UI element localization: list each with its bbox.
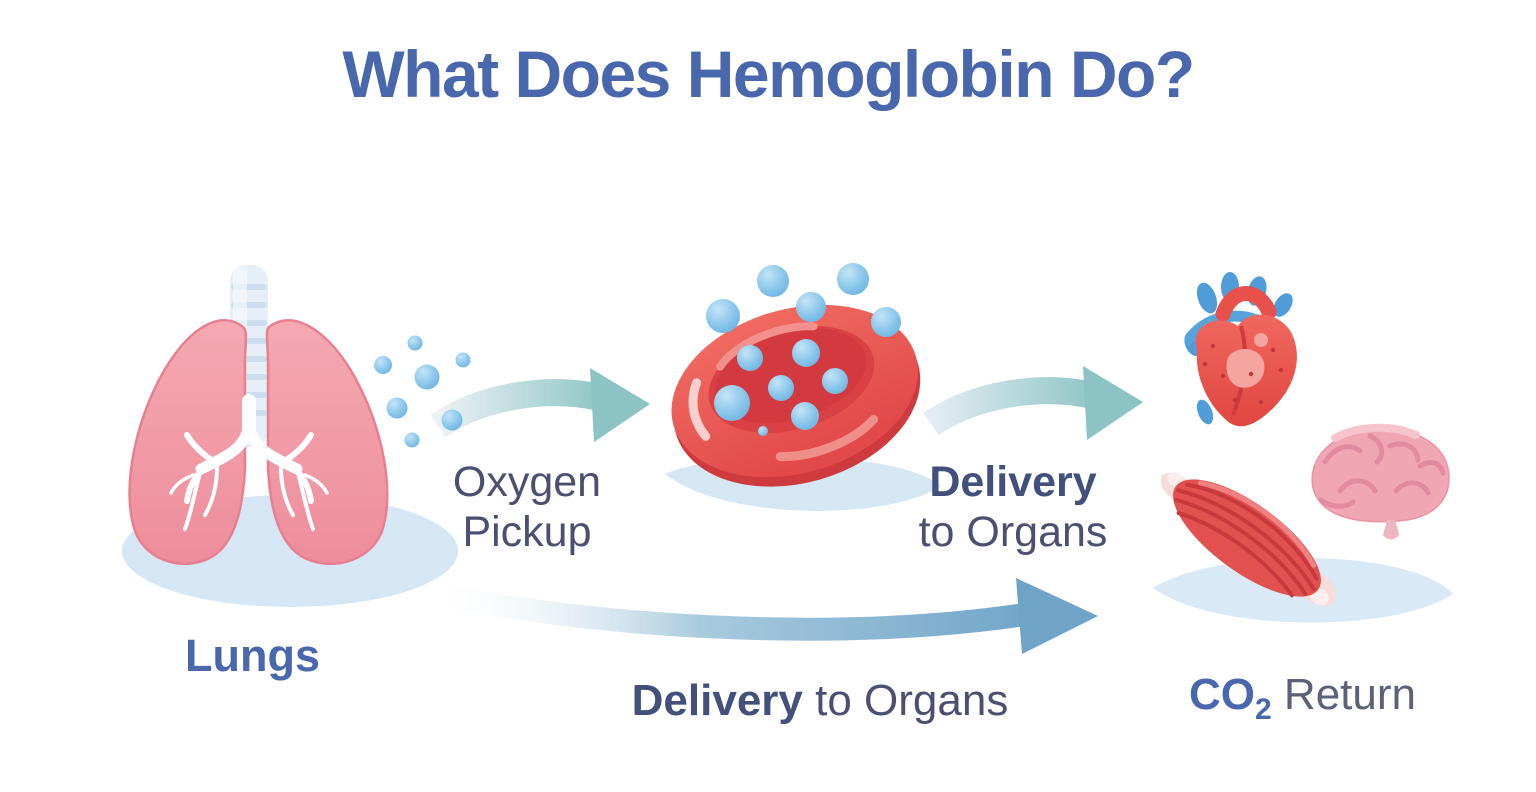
co2-subscript: 2 [1255, 692, 1272, 726]
brain-icon [1311, 423, 1450, 540]
bottom-delivery-label: Delivery to Organs [620, 676, 1020, 726]
delivery-to-organs-label: Delivery to Organs [893, 457, 1133, 557]
bottom-delivery-rest: to Organs [802, 676, 1009, 725]
muscle-icon [1160, 472, 1337, 607]
right-lung [265, 319, 389, 565]
co2-rest: Return [1271, 670, 1416, 719]
red-blood-cell-icon [665, 263, 941, 511]
co2-return-label: CO2 Return [1150, 670, 1455, 727]
organs-illustration [1153, 272, 1453, 623]
heart-icon [1184, 272, 1297, 427]
oxygen-pickup-label: Oxygen Pickup [403, 457, 651, 557]
delivery-label-line1: Delivery [929, 458, 1097, 506]
delivery-label-line2: to Organs [918, 508, 1108, 556]
bottom-delivery-arrow-icon [431, 578, 1098, 654]
co2-formula: CO [1189, 670, 1255, 719]
red-blood-cell-body [671, 304, 921, 487]
oxygen-molecules [706, 263, 901, 436]
bottom-delivery-bold: Delivery [631, 676, 803, 725]
lungs-icon [122, 265, 458, 607]
left-lung [128, 319, 248, 565]
delivery-arrow-icon [923, 366, 1143, 440]
bronchi [169, 394, 329, 531]
page-title: What Does Hemoglobin Do? [342, 37, 1195, 111]
oxygen-bubbles-icon [374, 335, 471, 448]
oxygen-pickup-line1: Oxygen [452, 458, 602, 506]
lungs-label: Lungs [185, 630, 320, 681]
oxygen-pickup-line2: Pickup [462, 508, 592, 556]
